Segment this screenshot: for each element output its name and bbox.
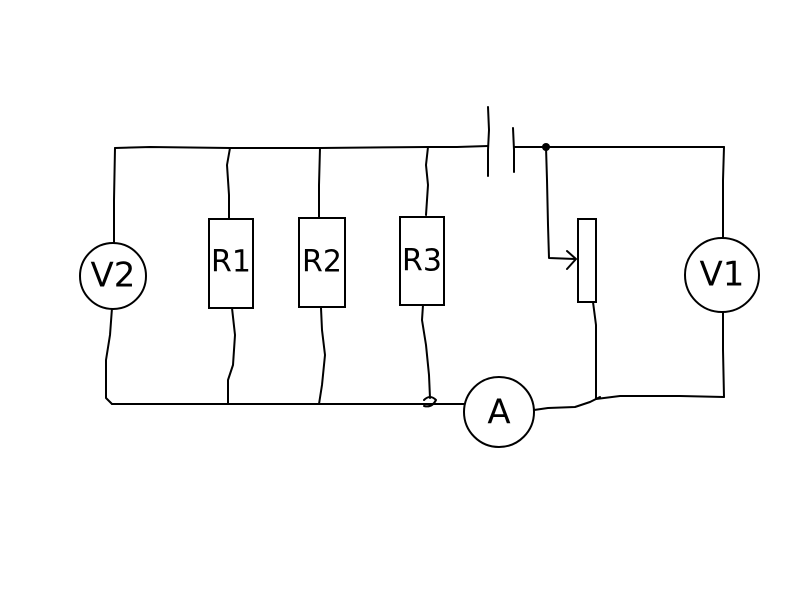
resistor-r1-body <box>208 218 254 309</box>
v1-upper-lead <box>722 146 725 238</box>
rheostat-wiper-wire <box>545 146 576 260</box>
resistor-r1-label: R1 <box>211 245 251 280</box>
voltmeter-v1-circle <box>684 237 760 313</box>
battery-short-plate <box>512 127 515 173</box>
resistor-r3: R3 <box>399 216 445 306</box>
v2-lower-lead <box>105 307 126 405</box>
battery-long-plate <box>487 106 490 177</box>
rheostat-lower-lead <box>592 301 597 400</box>
rheostat-arrowhead <box>566 250 577 270</box>
resistor-r2-body <box>298 217 346 308</box>
voltmeter-v1: V1 <box>684 237 760 313</box>
junction-squiggle <box>423 396 437 408</box>
resistor-r3-body <box>399 216 445 306</box>
r1-lower-lead <box>227 307 236 405</box>
battery <box>487 106 515 177</box>
voltmeter-v2: V2 <box>79 242 147 310</box>
ammeter-label: A <box>487 393 510 433</box>
right-bottom-wire <box>595 395 725 400</box>
v1-lower-lead <box>722 311 725 398</box>
r1-upper-lead <box>226 147 231 220</box>
voltmeter-v2-label: V2 <box>91 256 136 296</box>
bottom-wire-right <box>533 396 601 411</box>
r3-upper-lead <box>425 146 429 216</box>
r2-lower-lead <box>318 307 326 405</box>
v2-upper-lead <box>113 147 116 245</box>
voltmeter-v2-circle <box>79 242 147 310</box>
resistor-r1: R1 <box>208 218 254 309</box>
ammeter: A <box>463 376 535 448</box>
resistor-r2: R2 <box>298 217 346 308</box>
resistor-r2-label: R2 <box>302 245 342 280</box>
resistor-r3-label: R3 <box>402 244 442 279</box>
r3-lower-lead <box>421 304 431 399</box>
voltmeter-v1-label: V1 <box>700 255 745 295</box>
rheostat-body <box>577 218 597 303</box>
top-wire-left <box>114 145 489 149</box>
r2-upper-lead <box>318 147 321 219</box>
ammeter-circle <box>463 376 535 448</box>
